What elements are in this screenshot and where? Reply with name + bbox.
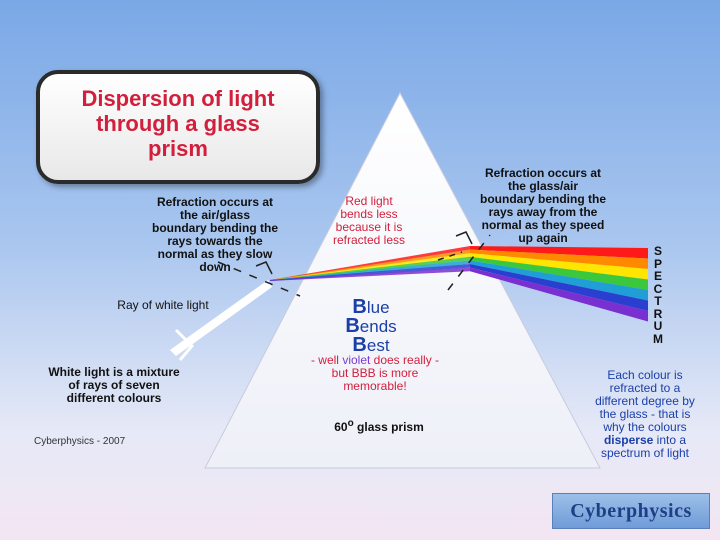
label-text: into a [653, 433, 687, 447]
label-line: - well violet does really - [300, 354, 450, 367]
bbb-rest: lue [366, 298, 390, 317]
spectrum-band-inside [270, 267, 470, 281]
angle-mark-left [255, 261, 273, 275]
title-box [36, 70, 320, 184]
normal-line-right-2 [437, 251, 463, 261]
label-line: up again [518, 231, 568, 245]
spectrum-letter: S [653, 244, 662, 258]
spectrum-band-outside [470, 253, 648, 280]
normal-line-right [447, 234, 491, 291]
normal-line-left [217, 261, 301, 297]
ray-arrow [174, 328, 195, 361]
label-line: normal as they slow [157, 247, 273, 261]
label-line: memorable! [343, 379, 407, 393]
title-line: prism [148, 136, 208, 161]
label-line: Each colour is [607, 368, 683, 382]
label-spectrum: S P E C T R U M [650, 245, 666, 345]
label-line: down [199, 260, 231, 274]
label-line: White light is a mixture [48, 365, 180, 379]
bbb-line: Bends [318, 315, 424, 337]
label-each-colour: Each colour is refracted to a different … [586, 369, 704, 460]
label-line: refracted to a [609, 381, 681, 395]
note-text: - well [310, 353, 343, 367]
label-line: the glass/air [507, 179, 579, 193]
degree-symbol: o [347, 418, 354, 429]
label-ray-white-light: Ray of white light [117, 298, 209, 312]
label-white-light-mixture: White light is a mixture of rays of seve… [36, 366, 192, 405]
spectrum-band-inside [270, 253, 470, 281]
bbb-initial: B [352, 334, 367, 356]
spectrum-band-outside [470, 267, 648, 322]
bbb-initial: B [345, 315, 360, 337]
label-line: spectrum of light [600, 446, 690, 460]
label-line: normal as they speed [481, 218, 605, 232]
label-blue-bends-best: Blue Bends Best [318, 296, 424, 356]
diagram-title: Dispersion of light through a glass pris… [36, 86, 320, 161]
note-violet: violet [342, 353, 371, 367]
spectrum-letter: M [653, 331, 663, 346]
spectrum-band-outside [470, 256, 648, 290]
label-bbb-note: - well violet does really - but BBB is m… [300, 354, 450, 393]
note-text: does really - [370, 353, 440, 367]
label-line: why the colours [603, 420, 687, 434]
label-refraction-air-glass: Refraction occurs at the air/glass bound… [140, 196, 290, 274]
bbb-rest: est [366, 336, 390, 355]
spectrum-letter: U [653, 319, 663, 333]
spectrum-beams [270, 246, 648, 322]
spectrum-band-outside [470, 264, 648, 311]
label-line: bends less [340, 207, 398, 221]
spectrum-letter: E [653, 269, 662, 283]
spectrum-band-inside [270, 264, 470, 281]
spectrum-letter: R [653, 306, 663, 321]
label-line: the glass - that is [599, 407, 691, 421]
white-light-ray [170, 280, 272, 356]
bbb-rest: ends [359, 317, 397, 336]
label-line: Refraction occurs at [484, 166, 602, 180]
credit-text: Cyberphysics - 2007 [34, 436, 126, 447]
spectrum-band-outside [470, 260, 648, 301]
spectrum-band-inside [270, 260, 470, 281]
spectrum-letter: T [654, 294, 662, 308]
label-line: boundary bending the [152, 221, 278, 235]
title-line: through a glass [96, 111, 260, 136]
bbb-line: Blue [318, 296, 424, 318]
label-line: different degree by [595, 394, 695, 408]
label-line: because it is [335, 220, 403, 234]
prism-text: glass prism [353, 420, 424, 434]
label-line: different colours [66, 391, 162, 405]
label-line: the air/glass [179, 208, 251, 222]
disperse-word: disperse [603, 433, 654, 447]
title-line: Dispersion of light [81, 86, 275, 111]
label-refraction-glass-air: Refraction occurs at the glass/air bound… [470, 167, 616, 245]
spectrum-letter: P [653, 256, 662, 271]
spectrum-band-inside [270, 249, 470, 281]
label-line: of rays of seven [68, 378, 160, 392]
label-line: Red light [345, 194, 393, 208]
spectrum-band-inside [270, 256, 470, 281]
label-line: rays away from the [488, 205, 598, 219]
bbb-initial: B [352, 296, 367, 318]
label-line: but BBB is more [331, 366, 419, 380]
label-line: disperse into a [586, 434, 704, 447]
angle-mark-right [455, 231, 473, 245]
spectrum-band-outside [470, 246, 648, 259]
glass-prism [204, 91, 601, 469]
label-line: Refraction occurs at [156, 195, 274, 209]
spectrum-band-inside [270, 246, 470, 281]
prism-angle: 60 [334, 420, 348, 434]
cyberphysics-logo: Cyberphysics [552, 493, 710, 529]
label-prism: 60o glass prism [322, 418, 436, 434]
spectrum-letter: C [653, 281, 663, 296]
label-line: rays towards the [167, 234, 263, 248]
label-line: refracted less [332, 233, 406, 247]
spectrum-band-outside [470, 249, 648, 269]
label-red-light: Red light bends less because it is refra… [322, 195, 416, 247]
bbb-line: Best [318, 334, 424, 356]
label-line: boundary bending the [480, 192, 606, 206]
